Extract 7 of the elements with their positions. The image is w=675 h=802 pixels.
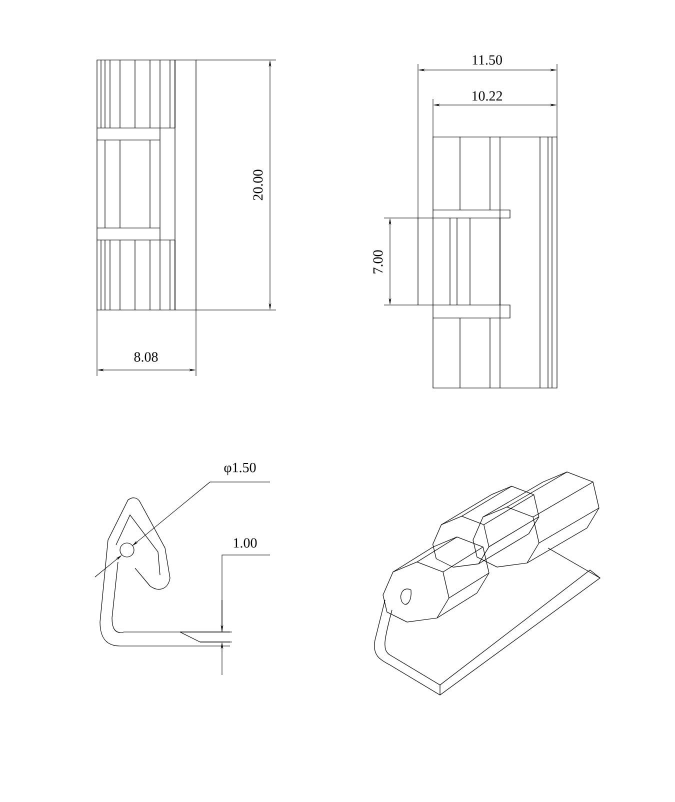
dimension-text: 1.00 — [234, 538, 257, 548]
dimension-text: 10.22 — [472, 91, 502, 101]
dimension-text: 20.00 — [253, 170, 263, 200]
dimension-text: 8.08 — [134, 352, 158, 362]
dimension-text: φ1.50 — [224, 462, 256, 476]
dimension-text: 7.00 — [373, 250, 383, 274]
dimension-text: 11.50 — [472, 55, 502, 65]
